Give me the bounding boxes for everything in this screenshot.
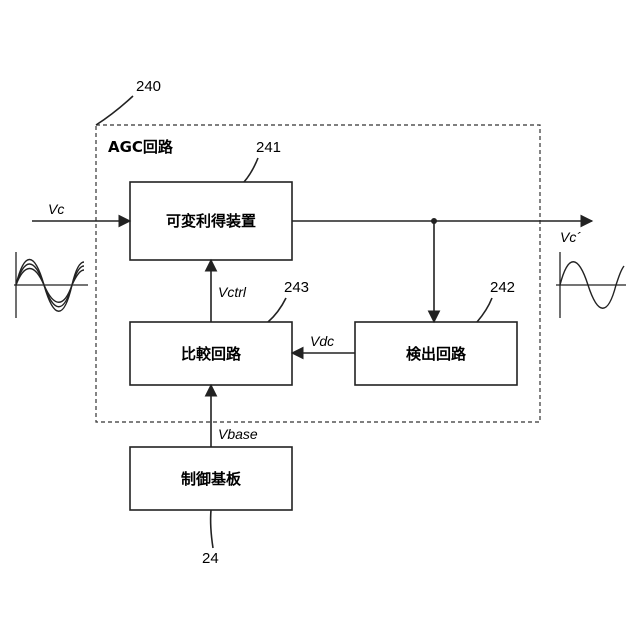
control-board-ref-number: 24 — [202, 550, 219, 567]
control-board-leader-line — [211, 510, 213, 548]
detector-leader-line — [477, 298, 492, 322]
variable-gain-label: 可変利得装置 — [166, 212, 256, 230]
comparator-leader-line — [268, 298, 286, 322]
output-waveform-icon — [556, 252, 626, 318]
input-waveform-icon — [14, 252, 88, 318]
container-label: AGC回路 — [108, 138, 174, 156]
output-signal-label: Vc´ — [560, 229, 581, 245]
control-board-label: 制御基板 — [181, 470, 242, 488]
variable-gain-ref-number: 241 — [256, 139, 281, 156]
comparator-label: 比較回路 — [181, 345, 242, 363]
input-signal-label: Vc — [48, 201, 64, 217]
comparator-ref-number: 243 — [284, 279, 309, 296]
vdc-label: Vdc — [310, 333, 334, 349]
container-ref-number: 240 — [136, 78, 161, 95]
vbase-label: Vbase — [218, 426, 258, 442]
detector-label: 検出回路 — [406, 345, 467, 363]
vctrl-label: Vctrl — [218, 284, 247, 300]
container-leader-line — [96, 96, 133, 125]
detector-ref-number: 242 — [490, 279, 515, 296]
variable-gain-leader-line — [244, 158, 258, 182]
